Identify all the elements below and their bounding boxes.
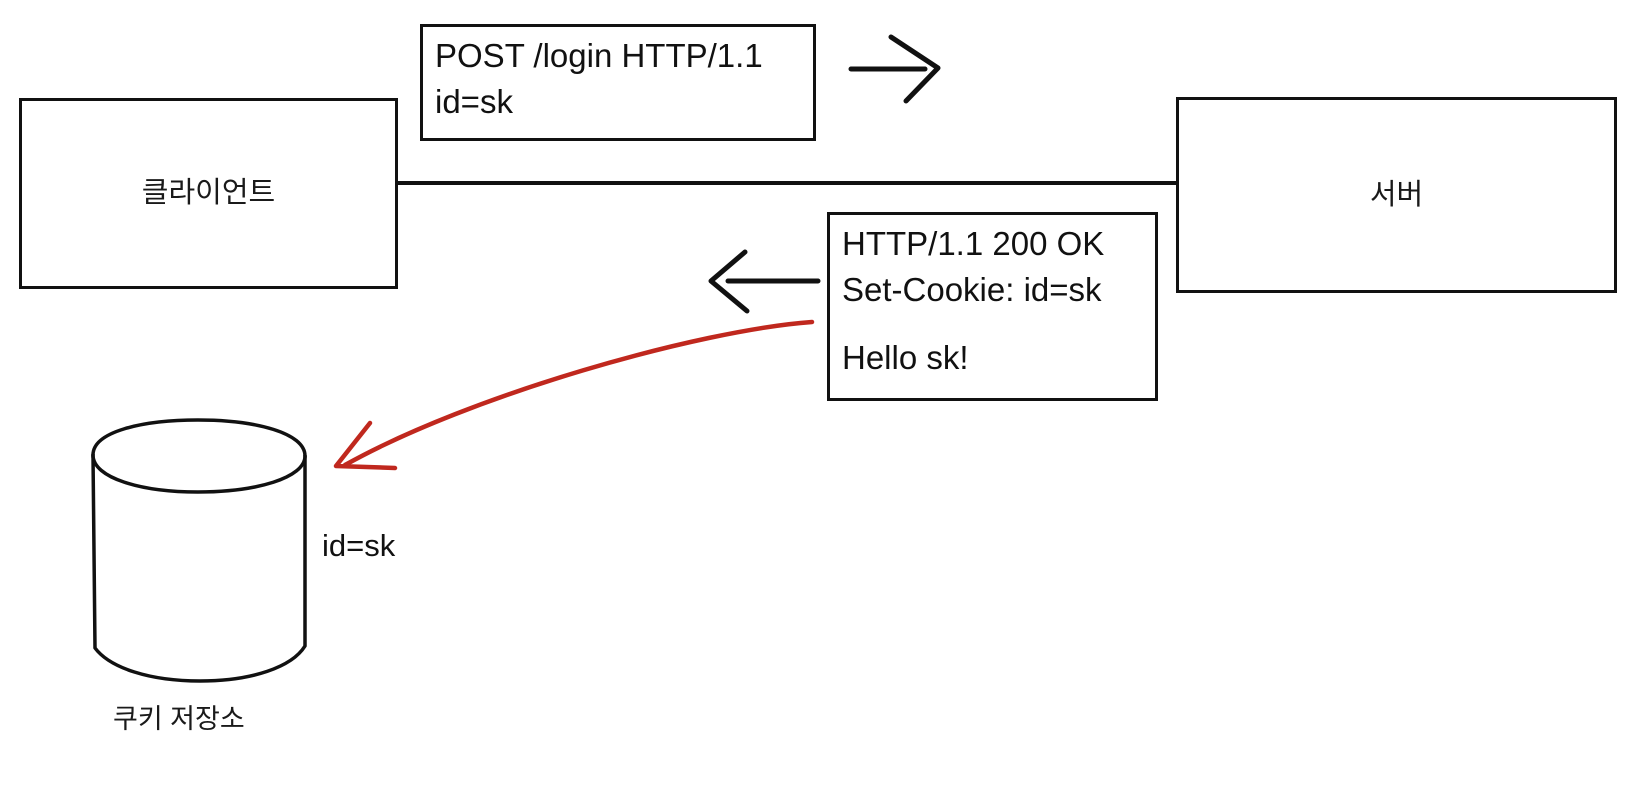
request-line-2: id=sk — [435, 83, 513, 120]
request-message-box[interactable]: POST /login HTTP/1.1 id=sk — [420, 24, 816, 141]
response-line-1: HTTP/1.1 200 OK — [842, 225, 1105, 262]
store-cookie-arrow — [333, 319, 815, 471]
response-arrow — [708, 249, 821, 314]
cookie-store-cylinder — [91, 418, 307, 683]
cookie-store-value-label: id=sk — [322, 528, 396, 563]
response-line-2-set-cookie: Set-Cookie: id=sk — [842, 271, 1102, 308]
node-client[interactable]: 클라이언트 — [19, 98, 398, 289]
node-server-label: 서버 — [1369, 178, 1424, 211]
request-arrow — [848, 34, 941, 104]
response-blank-line — [842, 313, 1145, 335]
node-server[interactable]: 서버 — [1176, 97, 1617, 293]
response-line-4-body: Hello sk! — [842, 339, 969, 376]
node-client-label: 클라이언트 — [141, 177, 276, 210]
cookie-store-caption: 쿠키 저장소 — [113, 704, 245, 734]
response-message-box[interactable]: HTTP/1.1 200 OK Set-Cookie: id=sk Hello … — [827, 212, 1158, 401]
request-line-1: POST /login HTTP/1.1 — [435, 37, 763, 74]
